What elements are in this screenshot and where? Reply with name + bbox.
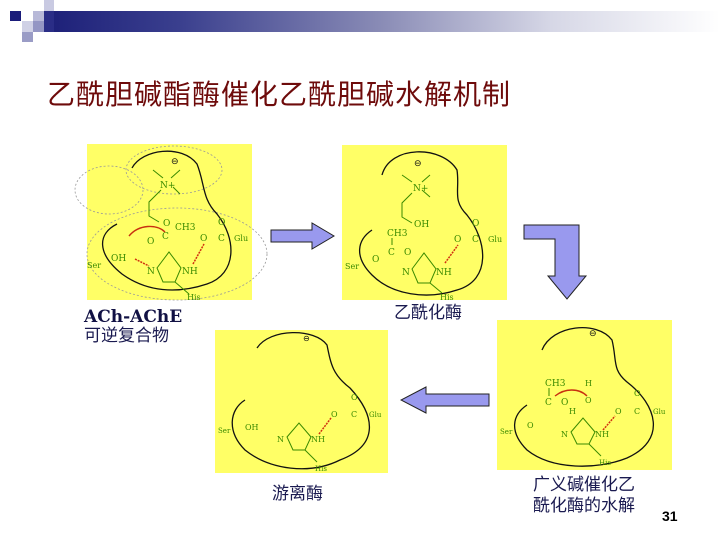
svg-text:N: N xyxy=(561,430,568,439)
caption-free-enzyme: 游离酶 xyxy=(272,484,323,504)
ach-ache-structure: ⊖ N+ O CH3 C O Ser OH N NH His O C O Glu xyxy=(74,145,268,302)
svg-text:C: C xyxy=(472,235,479,245)
header-square xyxy=(33,21,44,32)
svg-text:H: H xyxy=(585,379,592,388)
svg-text:C: C xyxy=(162,232,169,242)
svg-text:Ser: Ser xyxy=(500,428,513,436)
hydrolysis-structure: ⊖ CH3 C O H O H O Ser N NH His O C O Glu xyxy=(500,327,666,467)
svg-text:Ser: Ser xyxy=(218,427,231,435)
arrow-right-icon xyxy=(270,222,335,250)
svg-text:⊖: ⊖ xyxy=(414,159,422,169)
svg-text:OH: OH xyxy=(245,423,259,432)
svg-text:C: C xyxy=(545,398,552,408)
svg-text:O: O xyxy=(147,237,154,247)
svg-text:OH: OH xyxy=(111,254,126,264)
svg-text:C: C xyxy=(634,407,640,416)
svg-text:O: O xyxy=(404,248,411,258)
header-square xyxy=(10,11,21,21)
svg-text:CH3: CH3 xyxy=(175,223,196,233)
svg-text:NH: NH xyxy=(595,430,609,439)
header-square xyxy=(44,11,54,32)
svg-text:His: His xyxy=(315,465,327,473)
svg-text:C: C xyxy=(388,248,395,258)
svg-text:O: O xyxy=(472,219,479,229)
svg-text:O: O xyxy=(454,235,461,245)
anion-site-symbol: ⊖ xyxy=(171,157,179,167)
header-square xyxy=(33,11,44,21)
svg-text:NH: NH xyxy=(436,268,452,278)
svg-text:NH: NH xyxy=(182,267,198,277)
page-number: 31 xyxy=(662,508,678,524)
svg-text:Ser: Ser xyxy=(345,262,359,271)
svg-text:O: O xyxy=(163,219,170,229)
svg-text:C: C xyxy=(218,234,225,244)
caption-hydrolysis-line1: 广义碱催化乙 xyxy=(533,475,635,495)
svg-text:O: O xyxy=(351,393,358,402)
svg-text:NH: NH xyxy=(311,435,325,444)
caption-ach-ache-line2: 可逆复合物 xyxy=(84,326,169,346)
svg-text:O: O xyxy=(200,234,207,244)
svg-text:Glu: Glu xyxy=(369,411,382,419)
svg-text:O: O xyxy=(585,396,592,405)
svg-text:His: His xyxy=(187,293,201,302)
header-square xyxy=(22,21,33,32)
svg-text:N: N xyxy=(147,267,155,277)
header-square xyxy=(44,0,54,11)
svg-text:C: C xyxy=(351,410,357,419)
arrow-left-icon xyxy=(400,386,490,414)
svg-text:O: O xyxy=(372,255,379,265)
svg-text:H: H xyxy=(569,407,576,416)
svg-text:N+: N+ xyxy=(413,184,428,194)
arrow-elbow-down-icon xyxy=(523,224,588,300)
caption-hydrolysis-line2: 酰化酶的水解 xyxy=(533,496,635,516)
svg-text:His: His xyxy=(599,459,611,467)
svg-text:O: O xyxy=(561,398,568,408)
header-square xyxy=(22,32,33,42)
svg-text:N: N xyxy=(277,435,284,444)
caption-ach-ache-line1: ACh-AChE xyxy=(84,307,183,327)
svg-text:His: His xyxy=(440,293,454,302)
panel-ach-ache-complex: ⊖ N+ O CH3 C O Ser OH N NH His O C O Glu xyxy=(74,144,268,302)
svg-text:O: O xyxy=(331,410,338,419)
svg-text:Ser: Ser xyxy=(87,261,101,270)
svg-text:⊖: ⊖ xyxy=(303,334,310,343)
svg-text:Glu: Glu xyxy=(653,408,666,416)
svg-text:CH3: CH3 xyxy=(387,229,408,239)
svg-text:O: O xyxy=(218,218,225,228)
svg-text:N: N xyxy=(402,268,410,278)
svg-text:O: O xyxy=(615,407,622,416)
panel-acetyl-enzyme: ⊖ N+ OH CH3 C O O Ser N NH His O C O Glu xyxy=(342,145,507,302)
slide-title: 乙酰胆碱酯酶催化乙酰胆碱水解机制 xyxy=(47,78,512,111)
svg-text:OH: OH xyxy=(414,220,429,230)
panel-free-enzyme: ⊖ Ser OH N NH His O C O Glu xyxy=(215,330,388,473)
acetyl-enzyme-structure: ⊖ N+ OH CH3 C O O Ser N NH His O C O Glu xyxy=(345,151,502,302)
svg-text:Glu: Glu xyxy=(234,234,248,243)
free-enzyme-structure: ⊖ Ser OH N NH His O C O Glu xyxy=(218,331,382,473)
svg-text:O: O xyxy=(634,389,641,398)
svg-text:Glu: Glu xyxy=(488,235,502,244)
panel-general-base-hydrolysis: ⊖ CH3 C O H O H O Ser N NH His O C O Glu xyxy=(497,320,672,470)
svg-text:⊖: ⊖ xyxy=(589,329,597,339)
svg-text:N+: N+ xyxy=(160,181,175,191)
svg-text:O: O xyxy=(527,421,534,430)
header-gradient-bar xyxy=(44,11,720,32)
svg-text:CH3: CH3 xyxy=(545,379,566,389)
caption-acetyl-enzyme: 乙酰化酶 xyxy=(394,303,462,323)
